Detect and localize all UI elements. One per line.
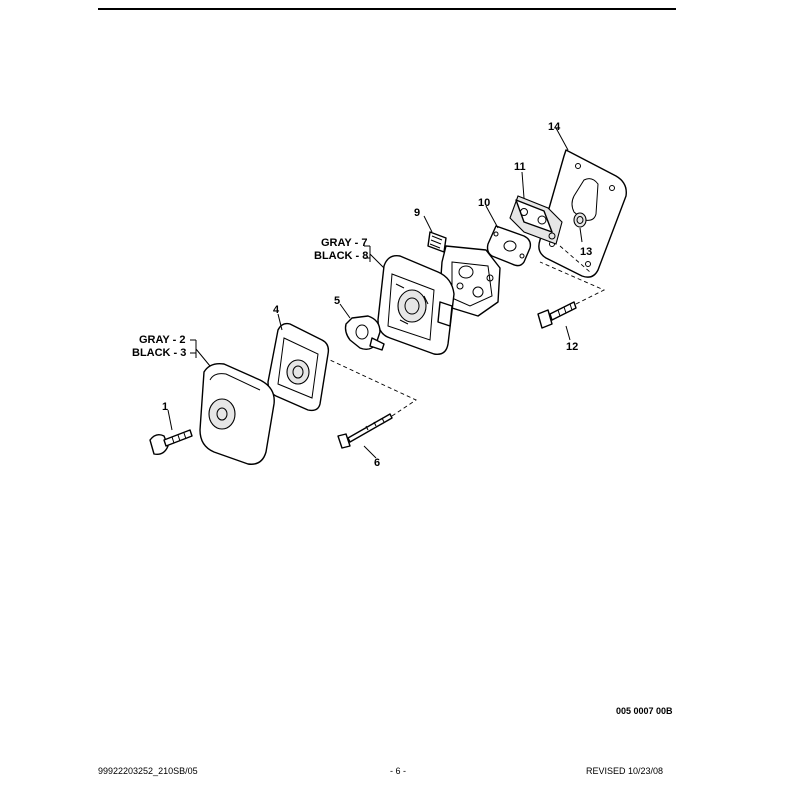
part-11-insulator <box>509 195 563 245</box>
callout-5: 5 <box>334 295 340 307</box>
callout-9: 9 <box>414 207 420 219</box>
footer-doc-number: 99922203252_210SB/05 <box>98 766 198 776</box>
part-7-8-filter-base <box>377 255 455 355</box>
leader-lines <box>167 127 583 459</box>
part-4-filter-element <box>267 322 330 412</box>
callout-7: GRAY - 7 <box>321 237 367 249</box>
callout-11: 11 <box>514 161 526 173</box>
callout-14: 14 <box>548 121 561 133</box>
footer-page-number: - 6 - <box>390 766 407 776</box>
part-1-wing-bolt <box>149 429 193 456</box>
part-6-long-bolt <box>337 413 393 449</box>
callout-3: BLACK - 3 <box>132 347 186 359</box>
callout-13: 13 <box>580 246 592 258</box>
part-10-gasket <box>486 225 532 267</box>
callout-6: 6 <box>374 457 380 469</box>
part-2-3-filter-cover <box>199 362 275 465</box>
callout-10: 10 <box>478 197 490 209</box>
callout-8: BLACK - 8 <box>314 250 368 262</box>
part-12-bolt <box>537 301 577 329</box>
callout-2: GRAY - 2 <box>139 334 185 346</box>
top-rule <box>98 8 676 10</box>
callout-12: 12 <box>566 341 578 353</box>
drawing-code: 005 0007 00B <box>616 706 673 716</box>
alignment-lines <box>329 245 606 417</box>
part-13-spacer <box>573 212 587 228</box>
callout-4: 4 <box>273 304 280 316</box>
footer-revised-date: REVISED 10/23/08 <box>586 766 664 776</box>
callout-1: 1 <box>162 401 168 413</box>
part-5-choke-plate <box>344 315 385 351</box>
